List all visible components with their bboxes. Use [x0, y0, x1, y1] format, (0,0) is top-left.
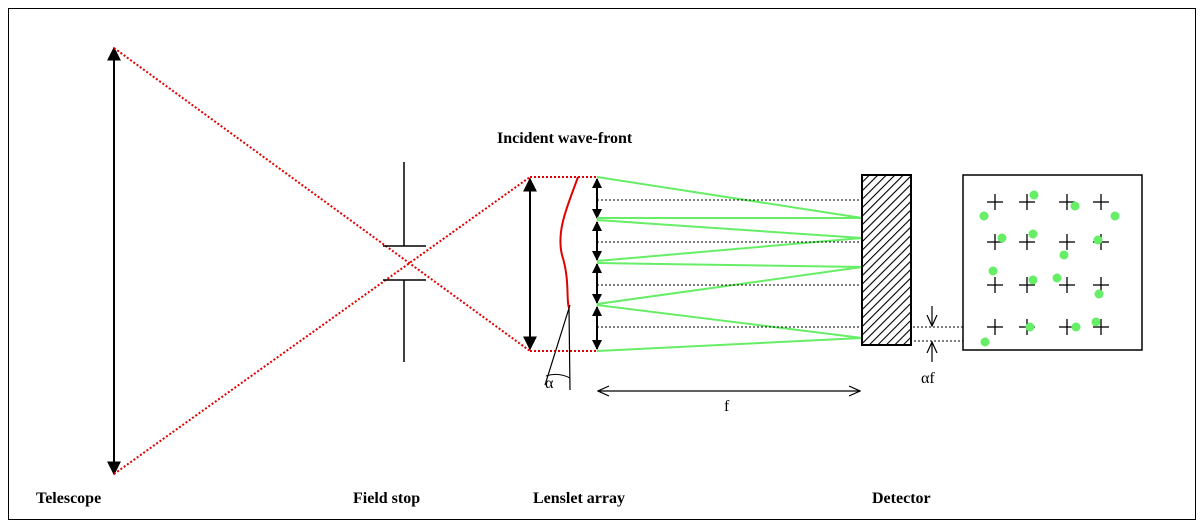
focal-spot: [997, 233, 1007, 243]
focal-spot: [1028, 229, 1038, 239]
incident-wavefront-curve: [544, 176, 579, 391]
focal-spot: [1071, 322, 1081, 332]
detector: [861, 174, 912, 346]
focal-spot: [1059, 250, 1069, 260]
label-alpha: α: [545, 375, 554, 392]
label-alpha-f: αf: [921, 370, 935, 387]
focal-spot: [1070, 201, 1080, 211]
red-ray-bundle: [113, 47, 597, 475]
focal-spot: [979, 211, 989, 221]
focal-spot: [1093, 235, 1103, 245]
focal-spot: [1025, 322, 1035, 332]
focal-spot: [1029, 190, 1039, 200]
label-telescope: Telescope: [36, 490, 101, 507]
focal-spot: [980, 337, 990, 347]
reference-dotted-lines: [597, 199, 985, 342]
spot-pattern-panel: [962, 174, 1143, 351]
focal-spot: [1094, 289, 1104, 299]
field-stop: [383, 162, 426, 362]
label-incident-wavefront: Incident wave-front: [497, 130, 633, 147]
focal-spot: [1028, 275, 1038, 285]
label-detector: Detector: [872, 490, 931, 507]
focal-spot: [988, 266, 998, 276]
green-ray-bundle: [596, 176, 863, 352]
focal-spot: [1052, 273, 1062, 283]
label-field-stop: Field stop: [353, 490, 420, 507]
focal-spots: [979, 190, 1120, 347]
focal-spot: [1110, 211, 1120, 221]
focal-spot: [1091, 317, 1101, 327]
label-lenslet-array: Lenslet array: [533, 490, 625, 507]
label-focal-length: f: [724, 398, 730, 415]
